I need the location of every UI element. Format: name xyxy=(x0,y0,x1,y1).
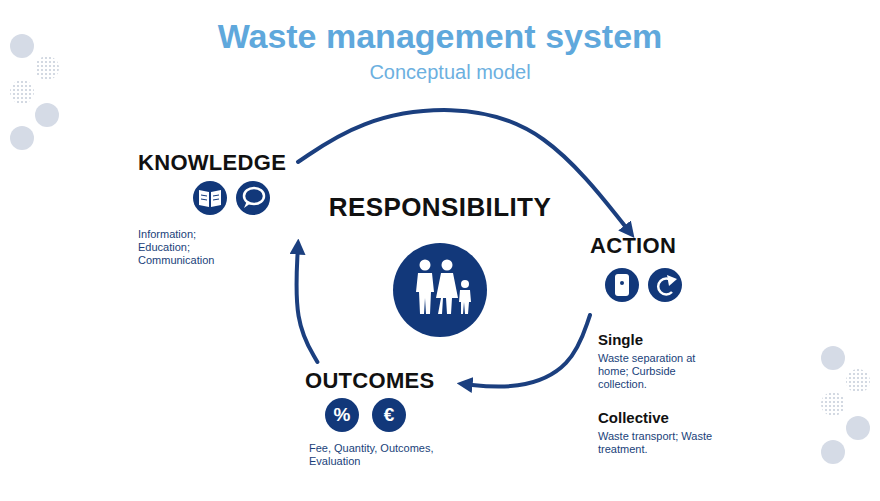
cycle-arrow xyxy=(463,315,590,387)
action-group: ACTION SingleWaste separation at home; Cu… xyxy=(590,233,725,456)
section-heading: ACTION xyxy=(590,233,725,259)
recycle-icon xyxy=(648,268,682,302)
euro-symbol: € xyxy=(372,398,406,432)
book-icon xyxy=(193,181,227,215)
cycle-arrow xyxy=(296,245,317,362)
cycle-arrow xyxy=(298,110,631,233)
section-body: Waste transport; Waste treatment. xyxy=(590,430,718,456)
section-heading: KNOWLEDGE xyxy=(138,150,298,176)
speech-icon xyxy=(236,181,270,215)
subheading: Collective xyxy=(590,409,725,427)
subtitle: Conceptual model xyxy=(10,60,880,84)
center-heading: RESPONSIBILITY xyxy=(310,192,570,222)
diagram-title: Waste management system xyxy=(0,16,880,56)
bin-icon xyxy=(605,268,639,302)
outcomes-group: OUTCOMES Fee, Quantity, Outcomes, Evaluat… xyxy=(303,362,463,468)
section-body: Information; Education; Communication xyxy=(138,228,223,267)
section-body: Fee, Quantity, Outcomes, Evaluation xyxy=(303,442,434,468)
section-heading: OUTCOMES xyxy=(303,368,463,394)
percent-symbol: % xyxy=(325,398,359,432)
euro-badge xyxy=(372,398,406,432)
center-heading: RESPONSIBILITY xyxy=(310,192,570,222)
knowledge-group: KNOWLEDGE Information; Education; Communi… xyxy=(138,150,298,267)
percent-badge xyxy=(325,398,359,432)
corner-dots xyxy=(10,34,870,464)
subheading: Single xyxy=(590,331,725,349)
family-icon xyxy=(393,243,487,337)
section-body: Waste separation at home; Curbside colle… xyxy=(590,352,718,391)
